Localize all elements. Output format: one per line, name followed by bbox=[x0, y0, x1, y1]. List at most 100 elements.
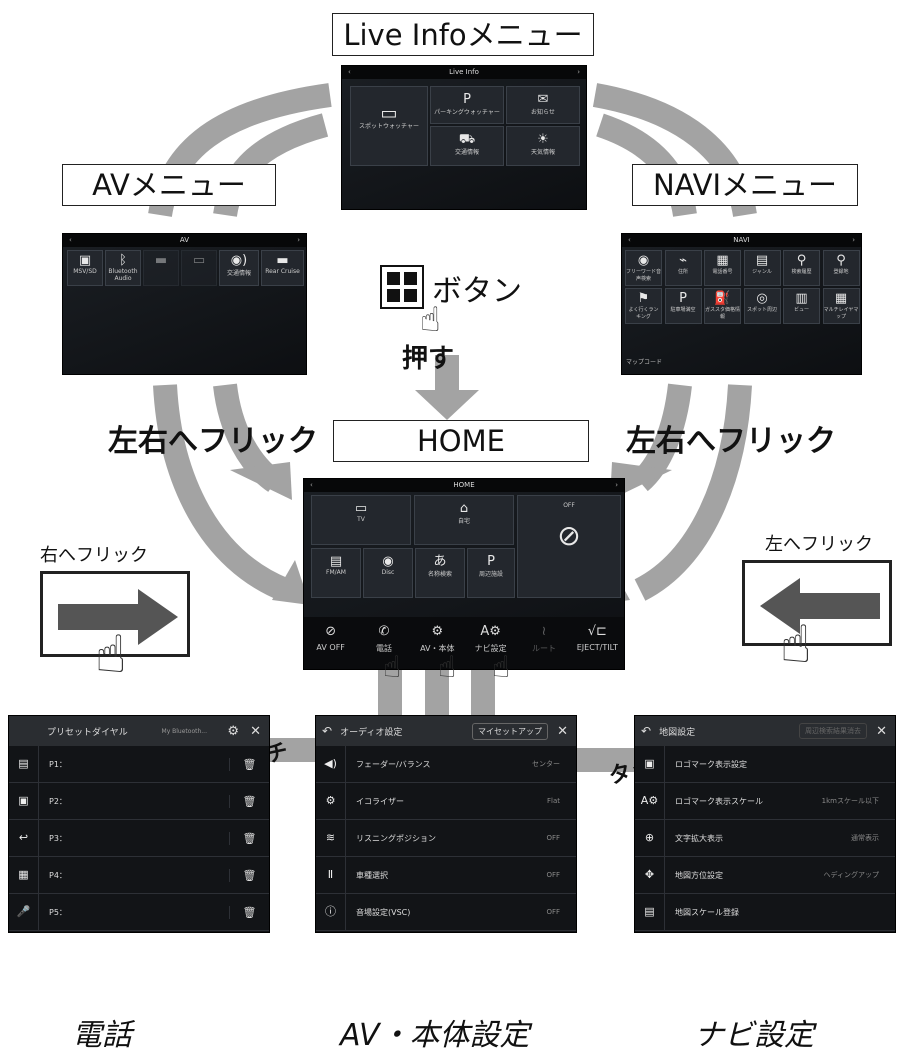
map-setting-row[interactable]: ✥地図方位設定ヘディングアップ bbox=[635, 857, 895, 894]
navi-tile[interactable]: ◎スポット周辺 bbox=[743, 288, 781, 324]
trash-icon[interactable]: 🗑 bbox=[229, 757, 269, 771]
navi-tile[interactable]: ⚲登録地 bbox=[822, 250, 860, 286]
device-name: My Bluetooth... bbox=[161, 727, 207, 735]
tile-hdmi[interactable]: ▭ bbox=[181, 250, 217, 286]
tile-weather[interactable]: ☀天気情報 bbox=[506, 126, 580, 166]
trash-icon[interactable]: 🗑 bbox=[229, 794, 269, 808]
tile-home[interactable]: ⌂自宅 bbox=[414, 495, 514, 545]
tile-name-search[interactable]: あ名称検索 bbox=[415, 548, 465, 598]
navi-tile[interactable]: ▥ビュー bbox=[783, 288, 820, 324]
av-settings-button[interactable]: ⚙AV・本体 bbox=[411, 617, 464, 669]
touch-hand-icon-1: ☝ bbox=[383, 650, 402, 685]
poi-icon: P bbox=[487, 554, 495, 569]
navi-tile[interactable]: ⚲検索履歴 bbox=[783, 250, 820, 286]
row-icon: A⚙ bbox=[635, 783, 665, 819]
navi-tile[interactable]: ◉フリーワード音声検索 bbox=[625, 250, 662, 286]
close-icon[interactable]: ✕ bbox=[250, 723, 261, 739]
preset-row[interactable]: ▦P4：🗑 bbox=[9, 857, 269, 894]
tile-traffic-radio[interactable]: ◉)交通情報 bbox=[219, 250, 259, 286]
tile-rear-cruise[interactable]: ▬Rear Cruise bbox=[261, 250, 304, 286]
tile-usb[interactable]: ▬ bbox=[143, 250, 179, 286]
tile-msv-sd[interactable]: ▣MSV/SD bbox=[67, 250, 103, 286]
button-text: ボタン bbox=[432, 274, 522, 309]
navi-tile[interactable]: ▦電話番号 bbox=[704, 250, 741, 286]
map-setting-row[interactable]: ⊕文字拡大表示通常表示 bbox=[635, 820, 895, 857]
navi-tile[interactable]: ▤ジャンル bbox=[743, 250, 781, 286]
touch-hand-icon-3: ☝ bbox=[492, 650, 511, 685]
preset-row[interactable]: ▣P2：🗑 bbox=[9, 783, 269, 820]
navi-tile-icon: ⛽ bbox=[714, 291, 731, 306]
tile-off[interactable]: OFF⊘ bbox=[517, 495, 621, 598]
tile-disc[interactable]: ◉Disc bbox=[363, 548, 413, 598]
route-button[interactable]: ≀ルート bbox=[517, 617, 570, 669]
clear-search-button[interactable]: 周辺検索結果消去 bbox=[799, 723, 867, 739]
trash-icon[interactable]: 🗑 bbox=[229, 905, 269, 919]
navi-tile-icon: ▦ bbox=[834, 291, 848, 306]
arrow-av-to-home-outer bbox=[153, 384, 290, 602]
caption-navi-settings: ナビ設定 bbox=[694, 1018, 814, 1051]
navi-tile-icon: ⚑ bbox=[637, 291, 650, 306]
preset-row[interactable]: ↩P3：🗑 bbox=[9, 820, 269, 857]
navi-menu-label: NAVIメニュー bbox=[632, 164, 858, 206]
flick-left-right-label-right: 左右へフリック bbox=[626, 424, 836, 459]
av-off-button[interactable]: ⊘AV OFF bbox=[304, 617, 357, 669]
navi-tile-icon: P bbox=[679, 291, 687, 306]
camera-icon: ▭ bbox=[380, 103, 398, 124]
navi-tile-icon: ▦ bbox=[716, 253, 729, 268]
map-setting-row[interactable]: ▤地図スケール登録 bbox=[635, 894, 895, 931]
gear-icon: ⚙ bbox=[431, 624, 444, 639]
phone-button[interactable]: ✆電話 bbox=[357, 617, 410, 669]
preset-row[interactable]: ▤P1：🗑 bbox=[9, 746, 269, 783]
row-icon: ◀) bbox=[316, 746, 346, 782]
navi-tile[interactable]: ⌁住所 bbox=[664, 250, 702, 286]
flick-left-label: 左へフリック bbox=[765, 534, 873, 555]
monitor-icon: ▬ bbox=[276, 253, 289, 268]
preset-row[interactable]: 🎤P5：🗑 bbox=[9, 894, 269, 931]
audio-setting-row[interactable]: ◀)フェーダー/バランスセンター bbox=[316, 746, 576, 783]
tile-tv[interactable]: ▭TV bbox=[311, 495, 411, 545]
power-off-icon: ⊘ bbox=[325, 624, 337, 639]
row-icon: ⓘ bbox=[316, 894, 346, 930]
row-icon: ⚙ bbox=[316, 783, 346, 819]
trash-icon[interactable]: 🗑 bbox=[229, 868, 269, 882]
row-icon: ✥ bbox=[635, 857, 665, 893]
navi-tile[interactable]: ⛽ガススタ価格情報 bbox=[704, 288, 741, 324]
home-label: HOME bbox=[333, 420, 589, 462]
navi-settings-button[interactable]: A⚙ナビ設定 bbox=[464, 617, 517, 669]
trash-icon[interactable]: 🗑 bbox=[229, 831, 269, 845]
close-icon[interactable]: ✕ bbox=[557, 723, 568, 739]
navi-tile-icon: ◎ bbox=[756, 291, 768, 306]
gear-icon[interactable]: ⚙ bbox=[227, 723, 239, 739]
navi-tile-icon: ◉ bbox=[637, 253, 650, 268]
navi-tile[interactable]: ⚑よく行くランキング bbox=[625, 288, 662, 324]
map-setting-row[interactable]: ▣ロゴマーク表示設定 bbox=[635, 746, 895, 783]
eject-tilt-button[interactable]: √⊏EJECT/TILT bbox=[571, 617, 624, 669]
tile-spot-watcher[interactable]: ▭スポットウォッチャー bbox=[350, 86, 428, 166]
close-icon[interactable]: ✕ bbox=[876, 723, 887, 739]
navi-tile[interactable]: ▦マルチレイヤマップ bbox=[822, 288, 860, 324]
navi-screen: ‹NAVI› ◉フリーワード音声検索⌁住所▦電話番号▤ジャンル⚲検索履歴⚲登録地… bbox=[621, 233, 862, 375]
radio-icon: ▤ bbox=[329, 554, 343, 569]
navi-title: NAVI bbox=[733, 236, 750, 244]
audio-off-icon: ⊘ bbox=[557, 519, 581, 552]
back-icon[interactable]: ↶ bbox=[322, 724, 333, 738]
caption-av-settings: AV・本体設定 bbox=[340, 1018, 530, 1051]
caption-phone: 電話 bbox=[72, 1018, 132, 1051]
sd-icon: ▣ bbox=[78, 253, 92, 268]
tile-traffic[interactable]: ⛟交通情報 bbox=[430, 126, 504, 166]
tile-fm-am[interactable]: ▤FM/AM bbox=[311, 548, 361, 598]
tile-notice[interactable]: ✉お知らせ bbox=[506, 86, 580, 124]
back-icon[interactable]: ↶ bbox=[641, 724, 652, 738]
row-icon: ⊕ bbox=[635, 820, 665, 856]
my-setup-button[interactable]: マイセットアップ bbox=[472, 722, 548, 740]
